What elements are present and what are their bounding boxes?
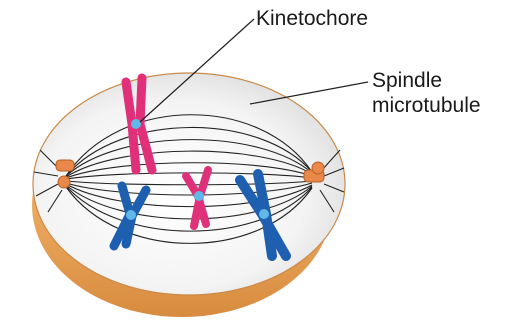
kinetochore-label: Kinetochore — [256, 7, 368, 31]
kinetochore — [131, 119, 141, 129]
spindle-label-line1: Spindle — [372, 69, 442, 93]
kinetochore — [126, 210, 136, 220]
spindle-label-line2: microtubule — [372, 94, 481, 118]
kinetochore — [259, 209, 269, 219]
kinetochore — [194, 191, 204, 201]
